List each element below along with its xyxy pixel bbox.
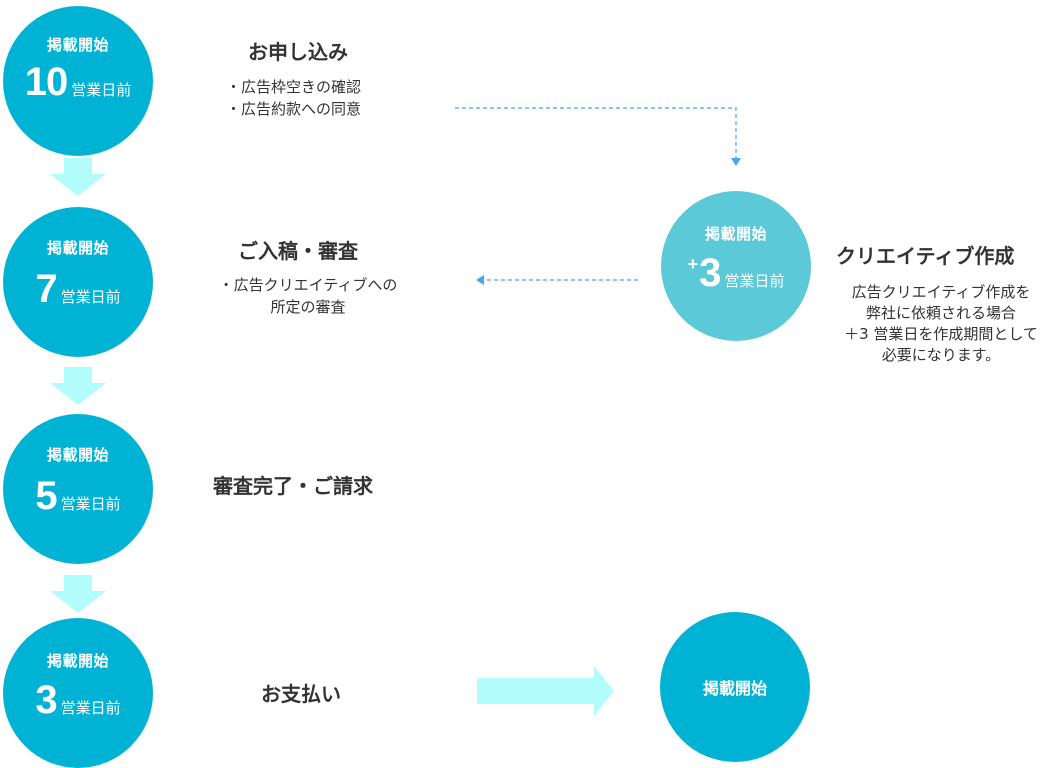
right-arrow-icon	[477, 666, 614, 716]
step-3-heading: 審査完了・ご請求	[213, 474, 373, 498]
step-1-bullet: ・広告枠空きの確認	[226, 78, 362, 96]
step-2-days-unit: 営業日前	[60, 288, 121, 306]
creative-note-line: 弊社に依頼される場合	[865, 304, 1016, 322]
step-4-heading: お支払い	[261, 682, 341, 706]
down-arrow-icon	[50, 575, 106, 613]
step-1-circle: 掲載開始 10 営業日前	[3, 6, 153, 156]
creative-plus-sign: +	[687, 254, 699, 274]
step-1-days-number: 10	[24, 60, 68, 104]
creative-note-line: ＋3 営業日を作成期間として	[844, 325, 1038, 343]
down-arrow-icon	[50, 367, 106, 405]
step-1-bullets: ・広告枠空きの確認 ・広告約款への同意	[226, 76, 361, 120]
creative-circle: 掲載開始 + 3 営業日前	[661, 191, 811, 341]
creative-days-number: 3	[699, 251, 721, 295]
step-2-circle: 掲載開始 7 営業日前	[3, 207, 153, 357]
down-arrow-icon	[50, 158, 106, 196]
dashed-arrowhead-down-icon	[731, 158, 741, 166]
step-1-days-unit: 営業日前	[71, 81, 132, 99]
step-1-bullet: ・広告約款への同意	[226, 100, 362, 118]
step-2-bullet: 所定の審査	[270, 298, 346, 316]
step-3-days-unit: 営業日前	[60, 495, 121, 513]
creative-note-line: 必要になります。	[881, 346, 1001, 364]
step-2-days-number: 7	[35, 267, 57, 311]
creative-circle-label: 掲載開始	[704, 225, 767, 243]
dashed-arrowhead-left-icon	[476, 275, 484, 285]
step-4-circle-days: 3 営業日前	[3, 680, 153, 720]
dashed-connector-to-creative	[455, 107, 737, 158]
step-2-circle-days: 7 営業日前	[3, 269, 153, 309]
step-3-days-number: 5	[35, 474, 57, 518]
step-2-circle-label: 掲載開始	[46, 239, 109, 257]
step-1-heading: お申し込み	[248, 40, 348, 64]
step-3-circle: 掲載開始 5 営業日前	[3, 414, 153, 564]
step-3-circle-label: 掲載開始	[46, 446, 109, 464]
step-1-circle-label: 掲載開始	[46, 36, 109, 54]
step-2-heading: ご入稿・審査	[238, 239, 358, 263]
creative-circle-days: + 3 営業日前	[661, 253, 811, 293]
creative-note: 広告クリエイティブ作成を 弊社に依頼される場合 ＋3 営業日を作成期間として 必…	[822, 282, 1060, 366]
final-circle: 掲載開始	[660, 612, 810, 762]
step-2-bullet: ・広告クリエイティブへの	[218, 276, 398, 294]
final-label: 掲載開始	[702, 679, 767, 698]
step-4-circle: 掲載開始 3 営業日前	[3, 618, 153, 768]
step-4-days-number: 3	[35, 678, 57, 722]
creative-days-unit: 営業日前	[724, 272, 785, 290]
step-4-circle-label: 掲載開始	[46, 652, 109, 670]
step-3-circle-days: 5 営業日前	[3, 476, 153, 516]
creative-heading: クリエイティブ作成	[836, 244, 1015, 268]
step-2-bullets: ・広告クリエイティブへの 所定の審査	[198, 274, 418, 318]
step-1-circle-days: 10 営業日前	[3, 62, 153, 102]
creative-note-line: 広告クリエイティブ作成を	[851, 283, 1031, 301]
step-4-days-unit: 営業日前	[60, 699, 121, 717]
